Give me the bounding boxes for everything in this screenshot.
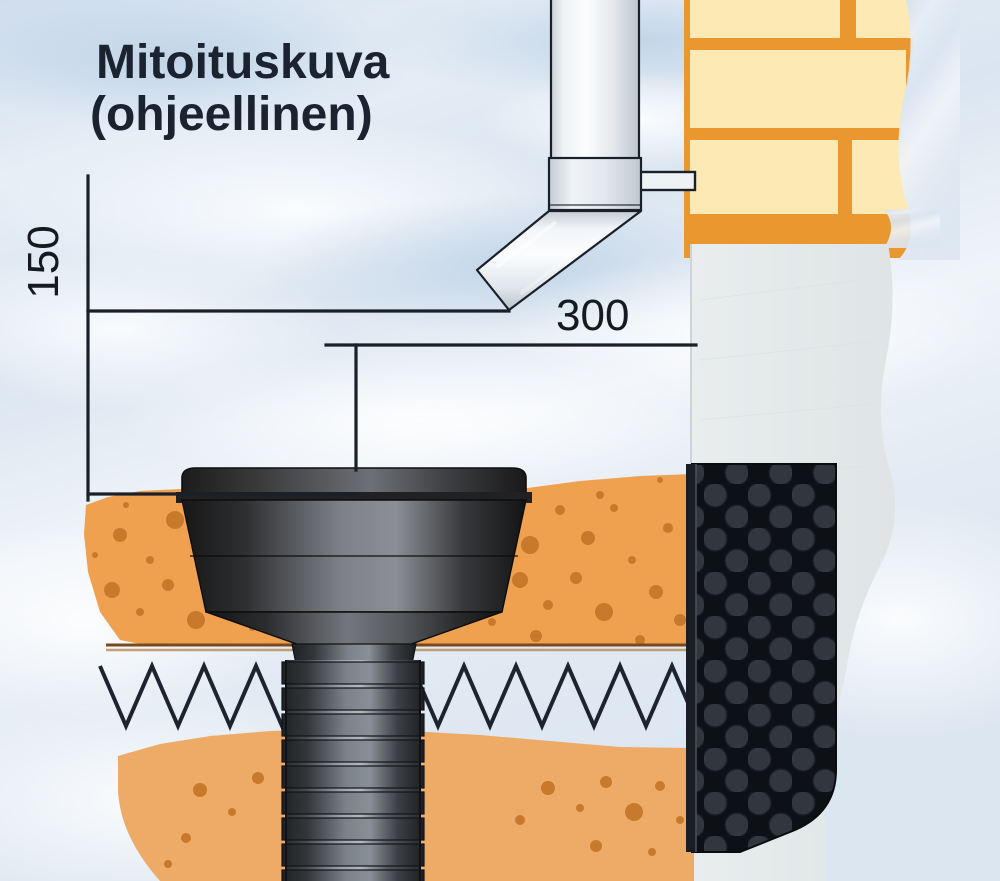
title-line-2: (ohjeellinen) (90, 88, 373, 141)
dimple-membrane (686, 463, 837, 853)
title-line-1: Mitoituskuva (96, 36, 390, 89)
corrugated-pipe (281, 660, 425, 881)
dimension-lines (86, 174, 698, 502)
dim-label-300: 300 (556, 291, 629, 340)
pipe-collar (547, 156, 643, 212)
wall-bracket (637, 170, 697, 192)
dim-label-150: 150 (19, 225, 68, 298)
drain-basin (176, 467, 532, 665)
downpipe (549, 0, 641, 164)
brick-wall (684, 0, 960, 260)
